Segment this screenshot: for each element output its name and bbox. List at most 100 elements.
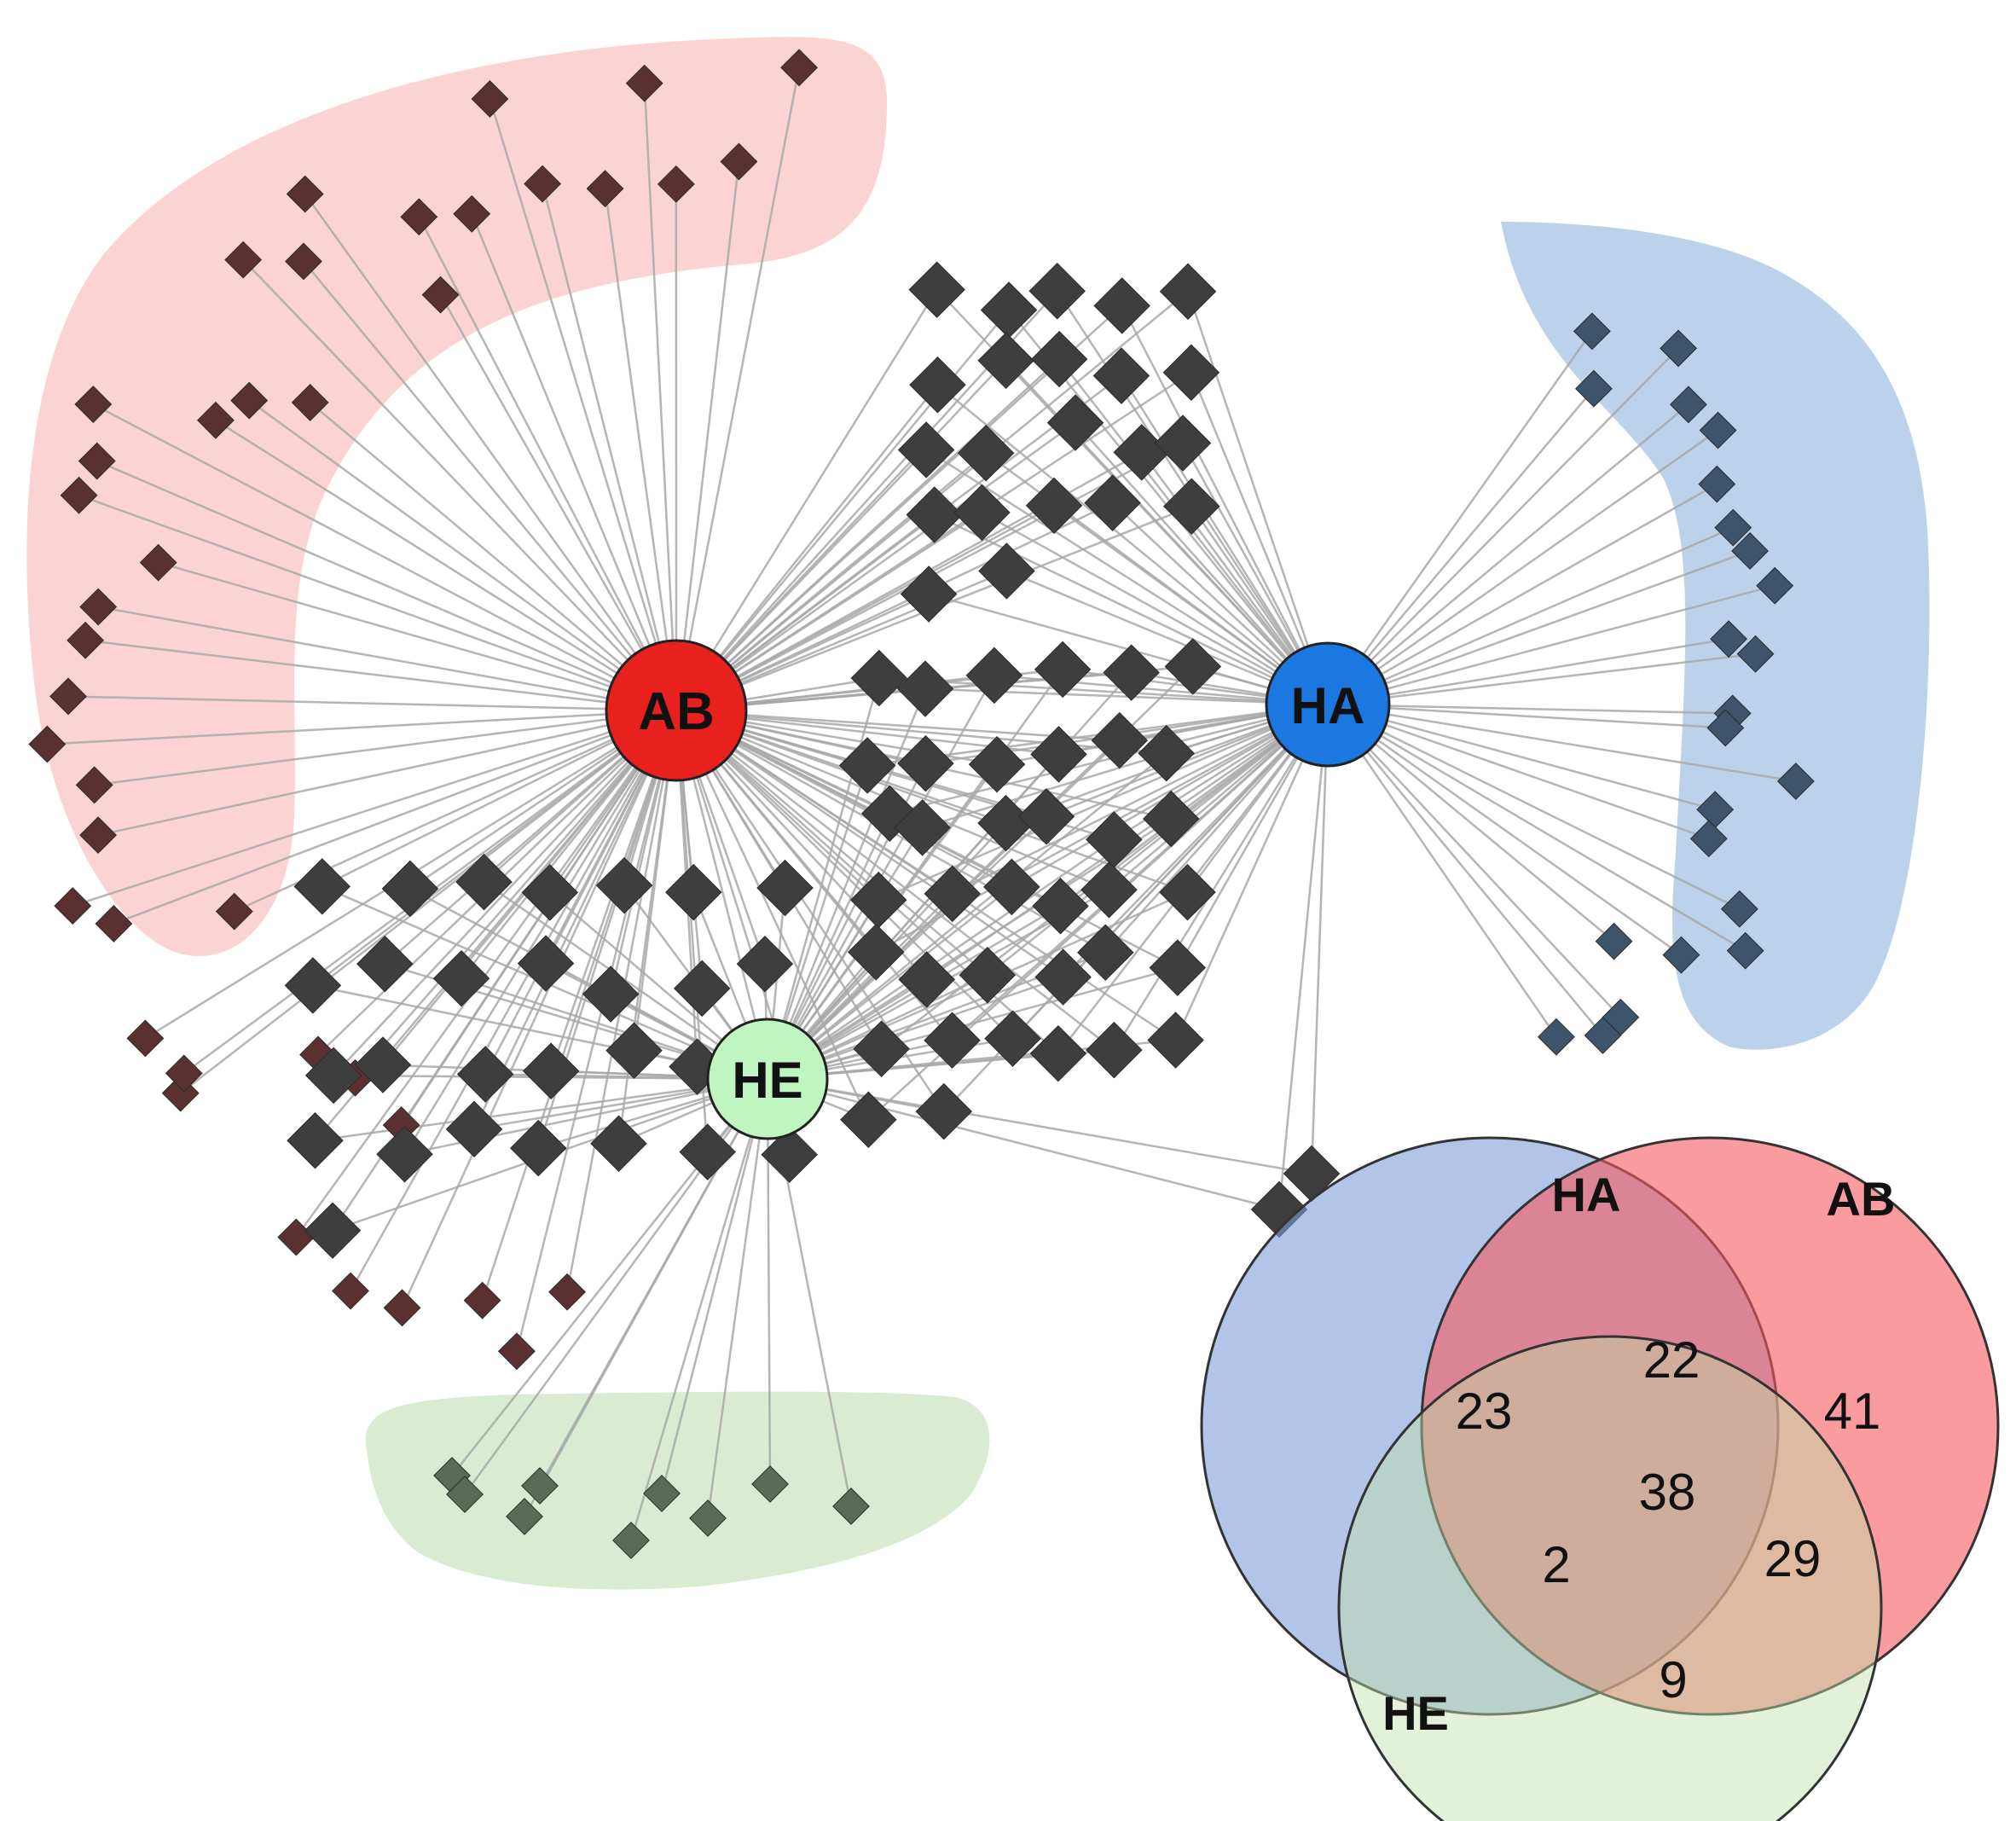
gene-node-ab-he	[287, 1112, 344, 1169]
gene-node-ab-only	[75, 766, 113, 804]
gene-node-all-three	[1032, 877, 1089, 935]
gene-node-all-three	[1077, 924, 1134, 981]
gene-node-all-three	[898, 951, 955, 1008]
edge-he-he-only	[766, 1078, 772, 1485]
gene-node-ab-only	[720, 142, 758, 181]
gene-node-all-three	[959, 947, 1017, 1004]
gene-node-ab-only	[286, 175, 324, 213]
gene-node-ha-ab	[1113, 424, 1170, 481]
hub-he-label: HE	[732, 1052, 802, 1109]
gene-node-ha-only	[1756, 566, 1794, 605]
gene-node-ha-only	[1575, 369, 1613, 408]
gene-node-ha-ab	[1084, 474, 1141, 531]
gene-node-ab-he	[376, 1126, 433, 1183]
gene-node-all-three	[968, 735, 1026, 793]
gene-node-ha-only	[1726, 931, 1764, 970]
hub-ab-circle	[605, 639, 748, 782]
gene-node-ab-only	[165, 1054, 203, 1093]
gene-node-ha-only	[1731, 532, 1769, 570]
gene-node-all-three	[1080, 861, 1138, 919]
edge-ab-ab-only	[304, 193, 678, 711]
edge-ha-ha-only	[1327, 703, 1797, 783]
gene-node-he-only	[521, 1467, 559, 1505]
gene-node-ab-only	[548, 1273, 586, 1311]
edge-ha-all-three	[878, 676, 1329, 706]
gene-node-ha-only	[1699, 411, 1737, 449]
edge-ab-all-three	[675, 710, 1059, 1055]
gene-node-all-three	[1103, 644, 1160, 701]
gene-node-ha-only	[1776, 763, 1815, 800]
edge-ab-ab-only	[489, 98, 678, 711]
edge-ab-ab-only	[303, 260, 677, 711]
hub-ha: HA	[1265, 641, 1391, 768]
edge-ha-ha-he	[1310, 704, 1330, 1174]
gene-node-ha-only	[1689, 820, 1728, 858]
edge-he-all-three	[766, 688, 927, 1080]
gene-node-ha-ab	[953, 484, 1011, 542]
gene-node-ab-he	[304, 1202, 362, 1259]
gene-node-ha-ab	[1025, 477, 1083, 535]
gene-node-ab-he	[522, 1042, 580, 1099]
edge-he-all-three	[767, 838, 1115, 1081]
gene-node-he-only	[643, 1475, 681, 1512]
gene-node-ha-only	[1736, 635, 1775, 673]
venn-count-ha-ab: 22	[1643, 1331, 1700, 1389]
gene-node-ab-he	[356, 935, 414, 993]
edge-ha-ha-only	[1327, 584, 1776, 706]
gene-node-ab-he	[381, 860, 439, 918]
gene-node-ha-only	[1584, 1017, 1622, 1054]
gene-node-ab-he	[736, 935, 794, 993]
edge-ab-ab-only	[418, 216, 678, 711]
venn-count-all-three: 38	[1639, 1464, 1696, 1521]
gene-node-ab-only	[463, 1281, 501, 1319]
edge-ab-ab-only	[248, 399, 677, 712]
gene-node-all-three	[1030, 726, 1087, 783]
gene-node-all-three	[850, 649, 908, 707]
edge-ha-ha-only	[1327, 703, 1716, 811]
gene-node-ab-only	[657, 165, 695, 203]
gene-node-ab-only	[291, 383, 329, 421]
gene-node-ha-only	[1660, 329, 1697, 368]
edge-ab-ha-ab	[675, 358, 1061, 711]
edge-ab-ab-only	[309, 401, 677, 711]
edge-ab-ab-only	[515, 710, 678, 1352]
edge-ha-ha-only	[1327, 704, 1604, 1036]
gene-node-he-only	[446, 1476, 484, 1513]
gene-node-ab-only	[421, 275, 460, 314]
hub-nodes: AB HA HE	[605, 639, 1391, 1140]
gene-node-ab-only	[471, 80, 509, 118]
venn-label-ab: AB	[1827, 1172, 1896, 1226]
edge-he-he-only	[629, 1078, 769, 1541]
gene-node-ab-he	[673, 960, 731, 1018]
he-only-region	[365, 1391, 990, 1590]
edge-ab-ab-only	[439, 294, 678, 711]
gene-node-ab-only	[67, 621, 105, 659]
gene-node-ab-only	[230, 381, 269, 420]
gene-node-ha-only	[1696, 791, 1735, 829]
gene-node-he-only	[689, 1499, 727, 1537]
gene-node-ab-he	[756, 859, 814, 917]
gene-node-ha-only	[1669, 386, 1707, 424]
gene-node-all-three	[1147, 1012, 1204, 1069]
edge-he-all-three	[767, 815, 1047, 1080]
gene-node-ha-ab	[978, 542, 1035, 600]
gene-node-ab-only	[400, 198, 438, 236]
edge-ha-ha-only	[1327, 403, 1689, 705]
gene-node-all-three	[1034, 948, 1092, 1006]
gene-node-ha-ab	[1162, 344, 1220, 401]
gene-node-all-three	[984, 1010, 1041, 1067]
edge-ab-ab-only	[401, 710, 678, 1308]
venn-count-ab-he: 29	[1764, 1530, 1822, 1587]
edge-ha-ha-ab	[1120, 374, 1330, 705]
edge-ab-ab-only	[643, 83, 678, 711]
gene-node-ab-he	[432, 949, 490, 1007]
edge-ha-ha-ab	[1186, 291, 1330, 705]
edge-ha-ha-only	[1327, 703, 1747, 952]
gene-node-all-three	[1143, 790, 1200, 848]
ab-only-region	[26, 37, 888, 956]
hub-he-circle	[706, 1018, 829, 1140]
edge-ab-ab-only	[92, 403, 677, 712]
gene-node-all-three	[897, 734, 954, 792]
venn-label-he: HE	[1382, 1686, 1449, 1740]
edge-ab-ha-ab	[675, 421, 1076, 712]
